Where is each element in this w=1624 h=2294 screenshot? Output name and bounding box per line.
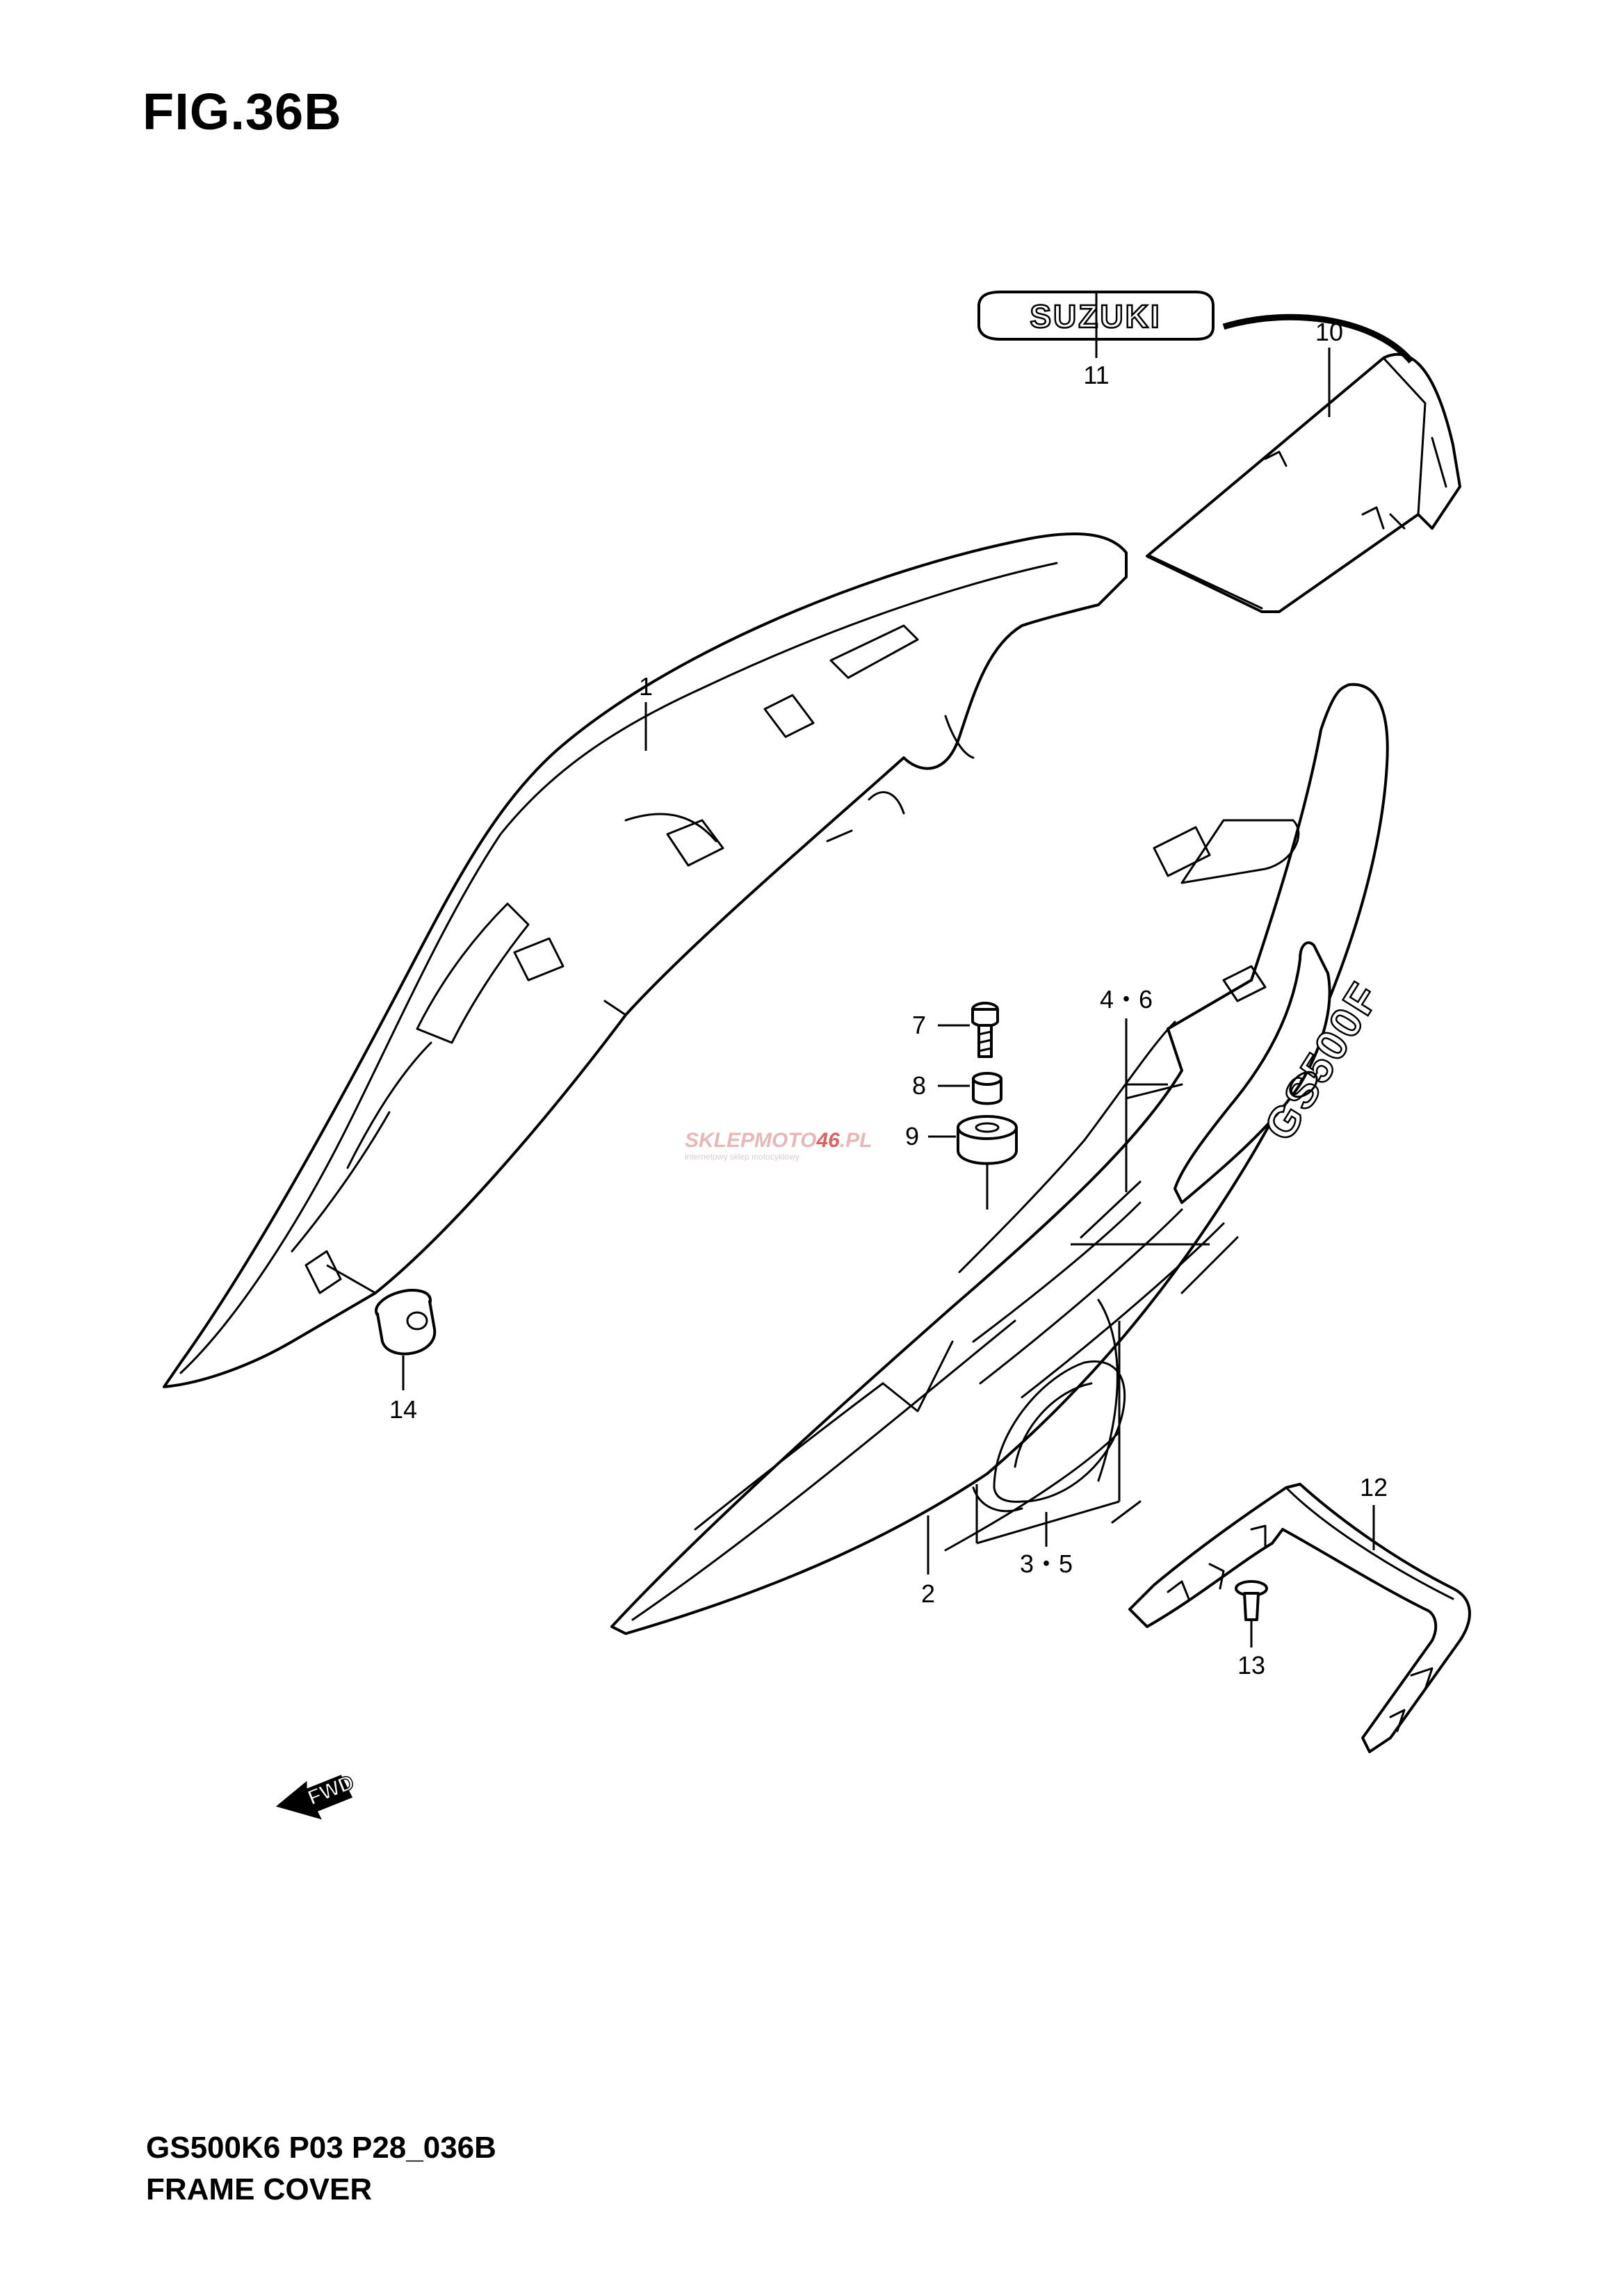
suzuki-logo-text: SUZUKI [1030,298,1161,334]
callout-3-5: 3・5 [1020,1549,1073,1578]
part-13-screw [1235,1580,1268,1621]
model-code: GS500K6 P03 P28_036B [146,2131,496,2165]
callout-10: 10 [1315,318,1343,346]
part-9-cushion [957,1115,1018,1165]
part-10-tail-cover [1146,352,1461,613]
callout-1: 1 [639,672,653,701]
callout-7: 7 [912,1011,926,1039]
part-12-rear-bracket [1128,1483,1471,1753]
callout-12: 12 [1360,1473,1388,1502]
figure-title: FIG.36B [143,83,342,140]
callout-14: 14 [389,1395,417,1424]
callouts: 1 2 3・5 4・6 7 8 9 10 11 12 13 14 [389,318,1388,1679]
section-name: FRAME COVER [146,2172,373,2206]
callout-11: 11 [1083,361,1109,389]
shop-watermark: SKLEPMOTO46.PL internetowy sklep motocyk… [685,1129,872,1162]
leader-lines [326,292,1375,1648]
callout-13: 13 [1237,1651,1265,1679]
part-1-left-frame-cover [163,532,1128,1388]
svg-text:internetowy sklep motocyklowy: internetowy sklep motocyklowy [685,1152,799,1162]
callout-2: 2 [921,1579,935,1608]
callout-9: 9 [905,1122,919,1150]
callout-8: 8 [912,1071,926,1100]
svg-text:SKLEPMOTO46.PL: SKLEPMOTO46.PL [685,1129,872,1152]
fwd-arrow-icon: FWD [275,1771,358,1820]
part-2-right-frame-cover: GS500F [610,683,1391,1635]
part-8-collar [972,1072,1002,1105]
part-14-cushion [375,1289,437,1356]
part-7-bolt [971,1002,999,1058]
callout-4-6: 4・6 [1100,985,1153,1014]
